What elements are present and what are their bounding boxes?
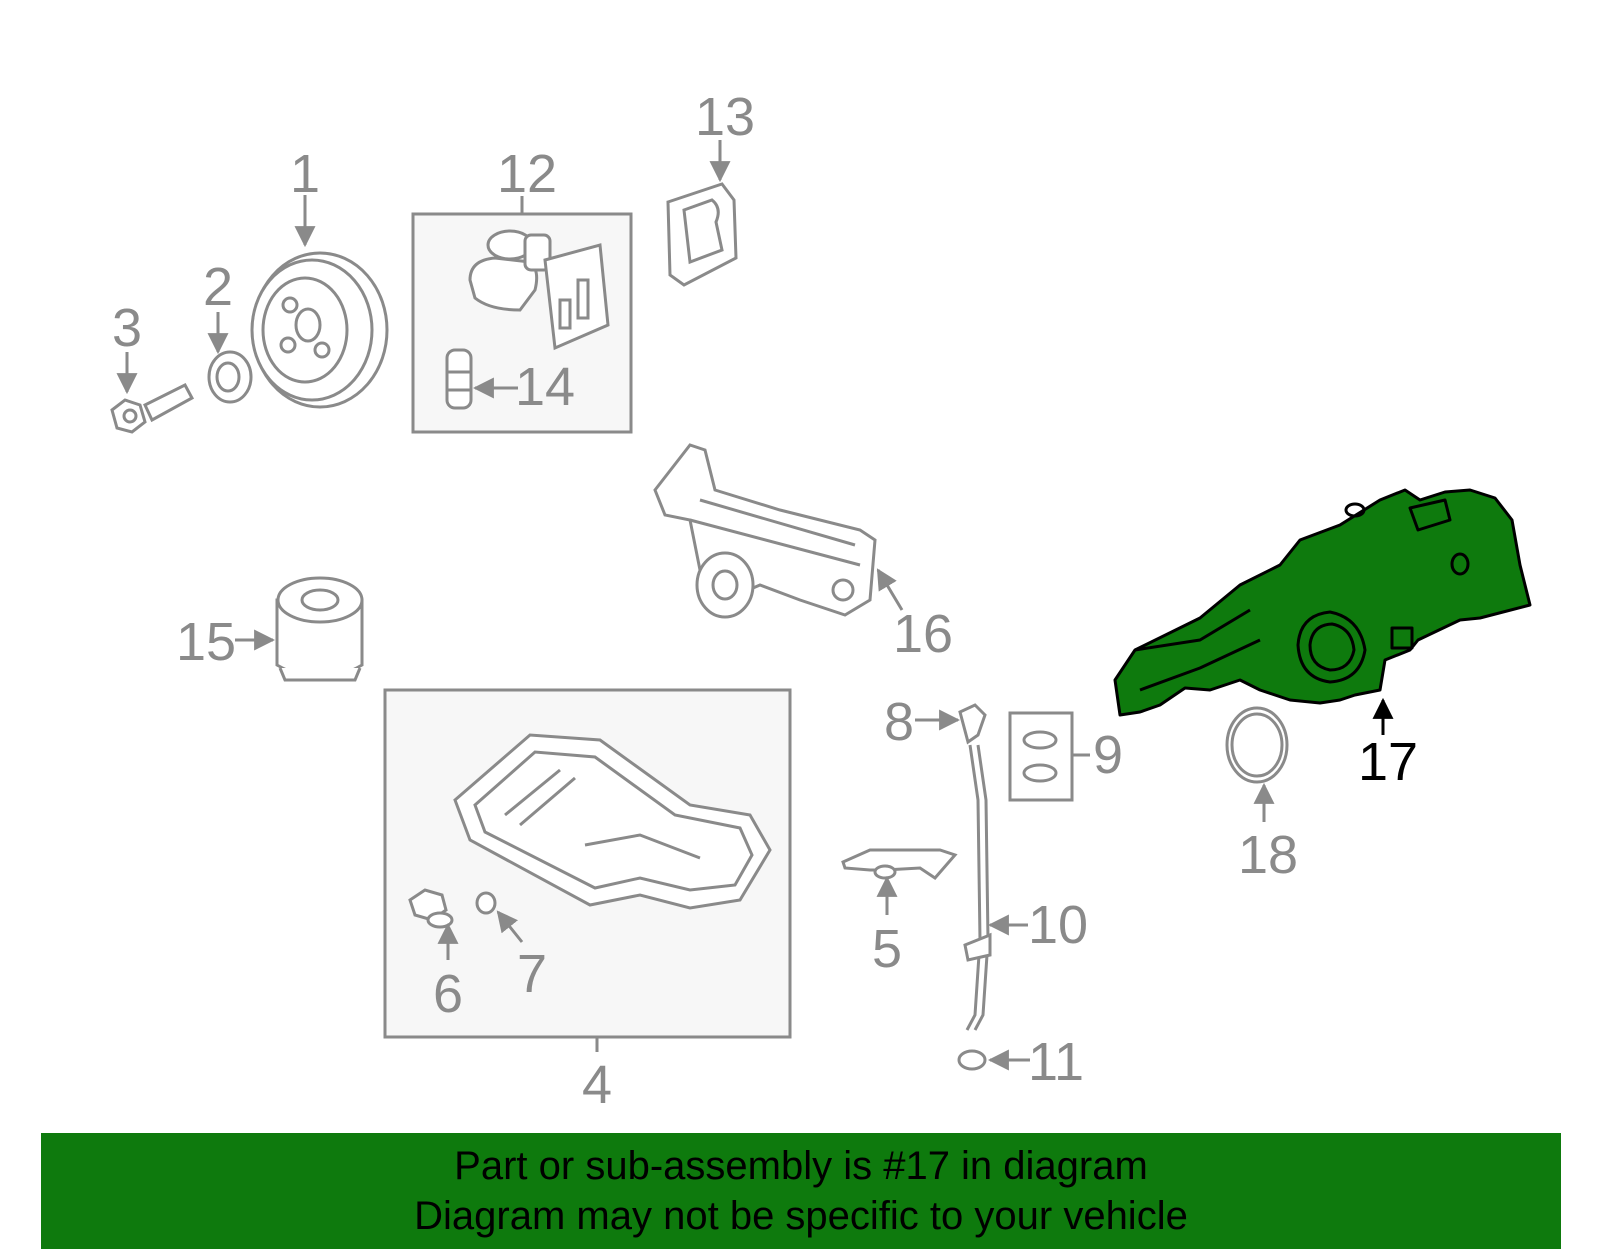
callout-6: 6: [433, 964, 463, 1024]
o-ring-set-icon[interactable]: [1008, 711, 1074, 802]
banner-line-1: Part or sub-assembly is #17 in diagram: [454, 1144, 1148, 1188]
oil-pan-assembly-icon[interactable]: [453, 733, 772, 910]
callout-3: 3: [112, 298, 142, 358]
callout-10: 10: [1028, 895, 1088, 955]
bolt-icon[interactable]: [110, 383, 195, 434]
callout-17: 17: [1358, 732, 1418, 792]
oil-filter-icon[interactable]: [275, 576, 364, 682]
callout-11: 11: [1028, 1032, 1084, 1092]
crankshaft-pulley-icon[interactable]: [250, 251, 389, 409]
callout-2: 2: [203, 257, 233, 317]
parts-diagram: 1 2 3 12 14 13: [110, 87, 1532, 1115]
manifold-gasket-icon[interactable]: [1225, 706, 1289, 784]
o-ring-top-icon: [1022, 730, 1058, 750]
callout-5: 5: [872, 919, 902, 979]
o-ring-bottom-icon: [1022, 763, 1058, 783]
o-ring-icon[interactable]: [957, 1049, 987, 1071]
callout-18: 18: [1238, 825, 1298, 885]
callout-4: 4: [582, 1055, 612, 1115]
callout-15: 15: [176, 612, 236, 672]
leader-16: [876, 568, 904, 611]
callout-1: 1: [290, 144, 320, 204]
callout-8: 8: [884, 692, 914, 752]
adapter-gasket-icon[interactable]: [666, 182, 738, 287]
intake-manifold-icon[interactable]: [1113, 488, 1532, 717]
banner-line-2: Diagram may not be specific to your vehi…: [414, 1194, 1188, 1238]
balance-shaft-oil-pump-icon[interactable]: [653, 443, 877, 619]
callout-7: 7: [517, 944, 547, 1004]
leader-7: [496, 910, 524, 943]
dipstick-tube-bracket-icon[interactable]: [841, 848, 958, 880]
callout-14: 14: [515, 357, 575, 417]
callout-12: 12: [497, 144, 557, 204]
callout-16: 16: [893, 604, 953, 664]
oil-filter-adapter-icon[interactable]: [468, 229, 610, 351]
seal-washer-icon[interactable]: [207, 350, 253, 404]
filter-element-icon[interactable]: [445, 348, 473, 410]
drain-plug-gasket-icon[interactable]: [475, 891, 497, 915]
notice-banner: Part or sub-assembly is #17 in diagram D…: [41, 1133, 1561, 1249]
callout-13: 13: [695, 87, 755, 147]
callout-9: 9: [1093, 725, 1123, 785]
dipstick-handle-icon[interactable]: [958, 703, 987, 745]
dipstick-tube-icon[interactable]: [963, 744, 992, 1031]
